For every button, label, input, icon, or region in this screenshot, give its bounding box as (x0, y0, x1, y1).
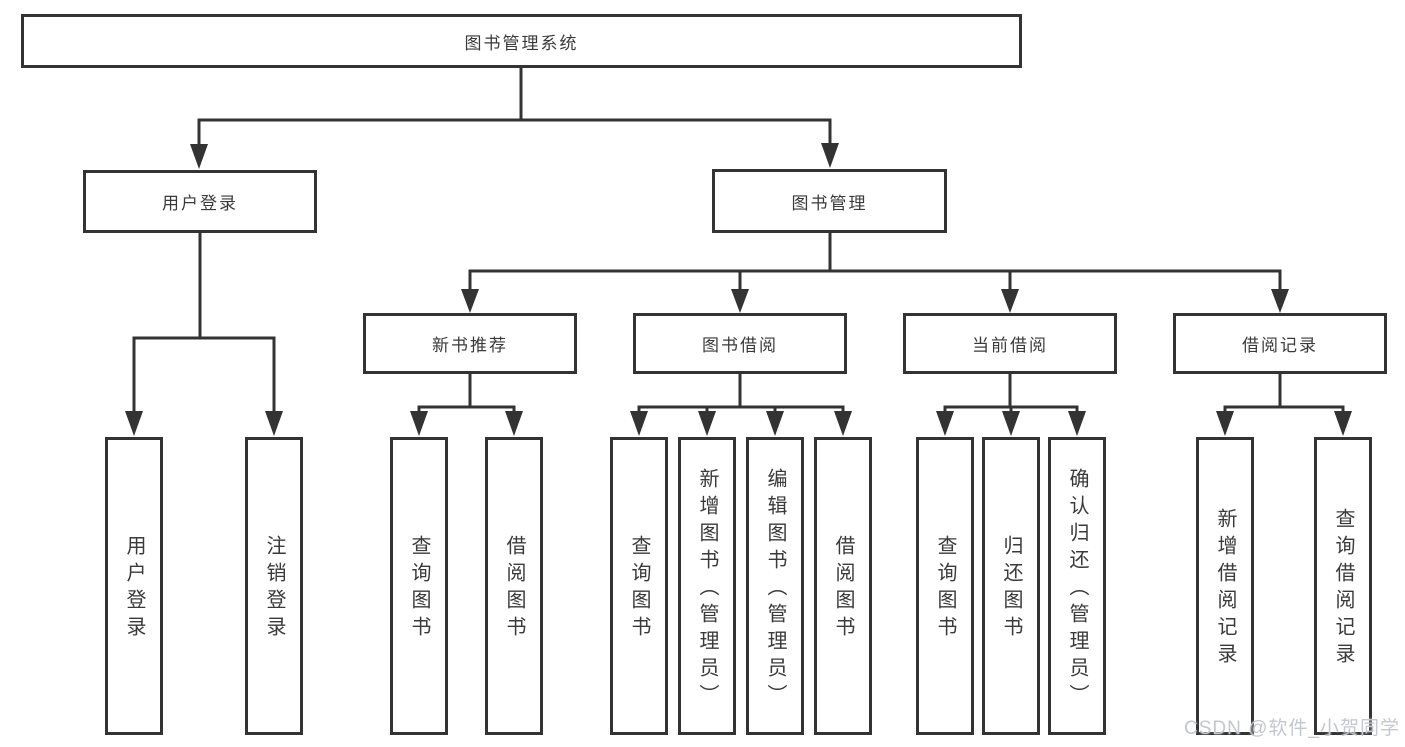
node-root-label: 图书管理系统 (464, 33, 579, 53)
leaf-add-book-admin: 新增图书（管理员） (678, 437, 736, 735)
leaf-logout-label: 注销登录 (263, 535, 285, 643)
node-book-borrow: 图书借阅 (633, 313, 847, 374)
leaf-borrow-book-2: 借阅图书 (814, 437, 872, 735)
leaf-add-book-admin-label: 新增图书（管理员） (696, 467, 718, 711)
leaf-add-borrow-record-label: 新增借阅记录 (1214, 508, 1236, 670)
node-current-borrow-label: 当前借阅 (972, 336, 1048, 355)
node-user-login: 用户登录 (83, 170, 317, 233)
leaf-query-book-3-label: 查询图书 (934, 535, 956, 643)
leaf-query-book-2: 查询图书 (610, 437, 668, 735)
leaf-confirm-return-admin: 确认归还（管理员） (1048, 437, 1106, 735)
leaf-borrow-book-1-label: 借阅图书 (503, 535, 525, 643)
leaf-user-login-label: 用户登录 (123, 535, 145, 643)
leaf-confirm-return-admin-label: 确认归还（管理员） (1066, 467, 1088, 711)
node-book-management: 图书管理 (712, 169, 947, 233)
node-new-book-recommend-label: 新书推荐 (432, 336, 508, 355)
leaf-edit-book-admin: 编辑图书（管理员） (746, 437, 804, 735)
leaf-query-book-3: 查询图书 (916, 437, 974, 735)
node-borrow-records-label: 借阅记录 (1242, 336, 1318, 355)
node-book-borrow-label: 图书借阅 (702, 336, 778, 355)
node-user-login-label: 用户登录 (162, 194, 238, 213)
node-borrow-records: 借阅记录 (1173, 313, 1387, 374)
leaf-query-book-1: 查询图书 (390, 437, 448, 735)
leaf-borrow-book-1: 借阅图书 (485, 437, 543, 735)
leaf-query-book-2-label: 查询图书 (628, 535, 650, 643)
node-current-borrow: 当前借阅 (903, 313, 1117, 374)
leaf-borrow-book-2-label: 借阅图书 (832, 535, 854, 643)
leaf-query-borrow-record-label: 查询借阅记录 (1332, 508, 1354, 670)
leaf-return-book-label: 归还图书 (1000, 535, 1022, 643)
node-root: 图书管理系统 (21, 14, 1022, 68)
leaf-user-login: 用户登录 (105, 437, 163, 735)
node-new-book-recommend: 新书推荐 (363, 313, 577, 374)
csdn-watermark: CSDN @软件_小贺同学 (1184, 718, 1400, 739)
leaf-logout: 注销登录 (245, 437, 303, 735)
leaf-edit-book-admin-label: 编辑图书（管理员） (764, 467, 786, 711)
leaf-query-book-1-label: 查询图书 (408, 535, 430, 643)
leaf-query-borrow-record: 查询借阅记录 (1314, 437, 1372, 735)
leaf-return-book: 归还图书 (982, 437, 1040, 735)
node-book-management-label: 图书管理 (791, 193, 868, 213)
leaf-add-borrow-record: 新增借阅记录 (1196, 437, 1254, 735)
